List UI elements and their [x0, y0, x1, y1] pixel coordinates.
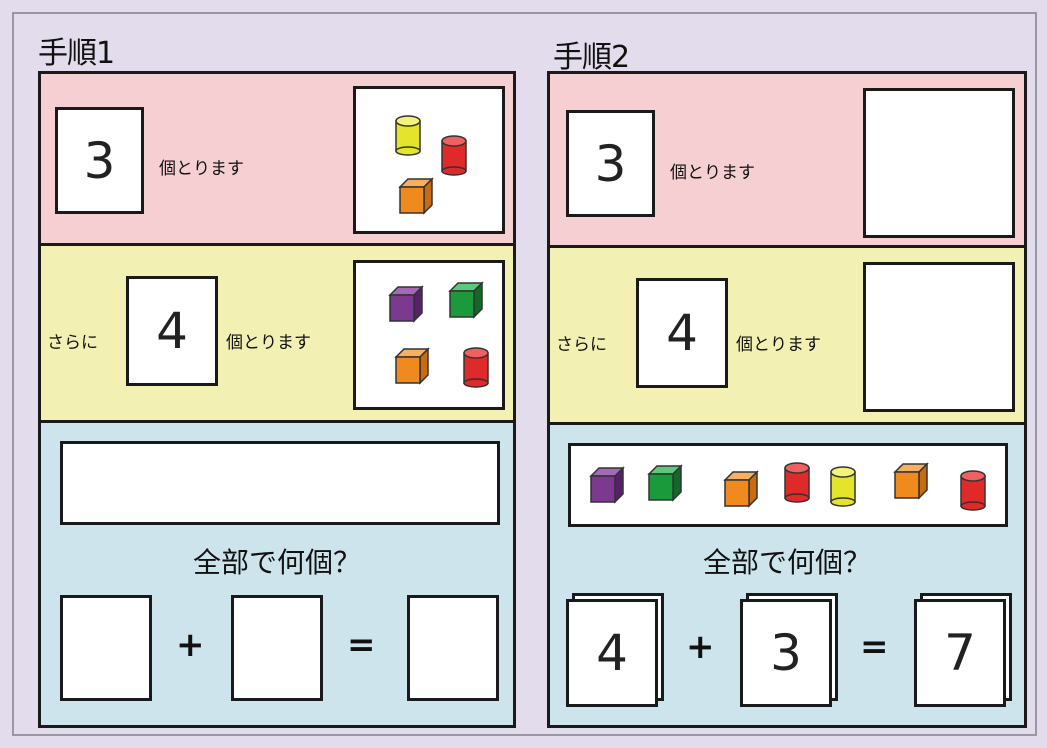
step1-addend-a	[63, 598, 149, 698]
step2-result: 7	[944, 624, 976, 682]
green-cube-icon	[647, 464, 683, 502]
step1-combined-objects-box	[60, 441, 500, 525]
step2-second-suffix: 個とります	[736, 335, 821, 355]
page-frame	[12, 12, 1037, 736]
step2-plus-sign: +	[686, 627, 715, 667]
step2-first-count: 3	[594, 134, 627, 193]
step1-equals-sign: =	[347, 625, 376, 665]
step2-second-prefix: さらに	[556, 335, 607, 355]
red-cylinder-icon	[463, 347, 489, 388]
step2-addend-a-box: 4	[566, 599, 658, 707]
step2-result-box: 7	[914, 599, 1006, 707]
step2-question: 全部で何個？	[702, 546, 871, 579]
purple-cube-icon	[589, 466, 625, 504]
red-cylinder-icon	[784, 462, 810, 503]
step2-second-count-box: 4	[636, 278, 728, 388]
red-cylinder-icon	[960, 470, 986, 511]
step1-title: 手順1	[38, 36, 115, 71]
step2-combined-objects-box	[568, 443, 1008, 527]
purple-cube-icon	[388, 285, 424, 323]
step1-second-count: 4	[156, 302, 188, 360]
step2-equals-sign: =	[860, 627, 889, 667]
step1-second-count-box: 4	[126, 276, 218, 386]
step1-first-objects-box	[353, 86, 505, 234]
step2-addend-a: 4	[596, 624, 628, 682]
step2-first-count-box: 3	[566, 110, 655, 217]
step2-second-objects-box	[863, 262, 1015, 412]
orange-cube-icon	[723, 470, 759, 508]
step1-plus-sign: +	[176, 625, 205, 665]
orange-cube-icon	[893, 462, 929, 500]
yellow-cylinder-icon	[395, 115, 421, 156]
red-cylinder-icon	[441, 135, 467, 176]
step2-addend-b: 3	[770, 624, 802, 682]
step1-addend-a-box	[60, 595, 152, 701]
step1-panel: 3 個とります さらに 4 個とります 全部で何個？	[38, 71, 516, 728]
step1-first-suffix: 個とります	[159, 159, 244, 179]
step1-second-suffix: 個とります	[226, 333, 311, 353]
step1-first-band: 3 個とります	[41, 74, 513, 246]
step1-result-box	[407, 595, 499, 701]
orange-cube-icon	[398, 177, 434, 215]
orange-cube-icon	[394, 347, 430, 385]
step1-addend-b-box	[231, 595, 323, 701]
step2-addend-b-box: 3	[740, 599, 832, 707]
step1-addend-b	[234, 598, 320, 698]
yellow-cylinder-icon	[830, 466, 856, 507]
step1-first-count: 3	[83, 131, 116, 190]
step2-second-band: さらに 4 個とります	[550, 248, 1024, 425]
step1-second-objects-box	[353, 260, 505, 410]
step1-second-band: さらに 4 個とります	[41, 246, 513, 423]
step1-result	[410, 598, 496, 698]
green-cube-icon	[448, 281, 484, 319]
step1-first-count-box: 3	[55, 107, 144, 214]
step2-title: 手順2	[553, 40, 630, 75]
step2-first-band: 3 個とります	[550, 74, 1024, 248]
step1-question: 全部で何個？	[192, 546, 361, 579]
step2-panel: 3 個とります さらに 4 個とります 全部で何個？	[547, 71, 1027, 728]
step2-first-objects-box	[863, 88, 1015, 238]
step2-total-band: 全部で何個？ 4 + 3 = 7	[550, 425, 1024, 725]
step2-first-suffix: 個とります	[670, 163, 755, 183]
step1-total-band: 全部で何個？ + =	[41, 423, 513, 725]
step2-second-count: 4	[666, 304, 698, 362]
step1-second-prefix: さらに	[47, 333, 98, 353]
